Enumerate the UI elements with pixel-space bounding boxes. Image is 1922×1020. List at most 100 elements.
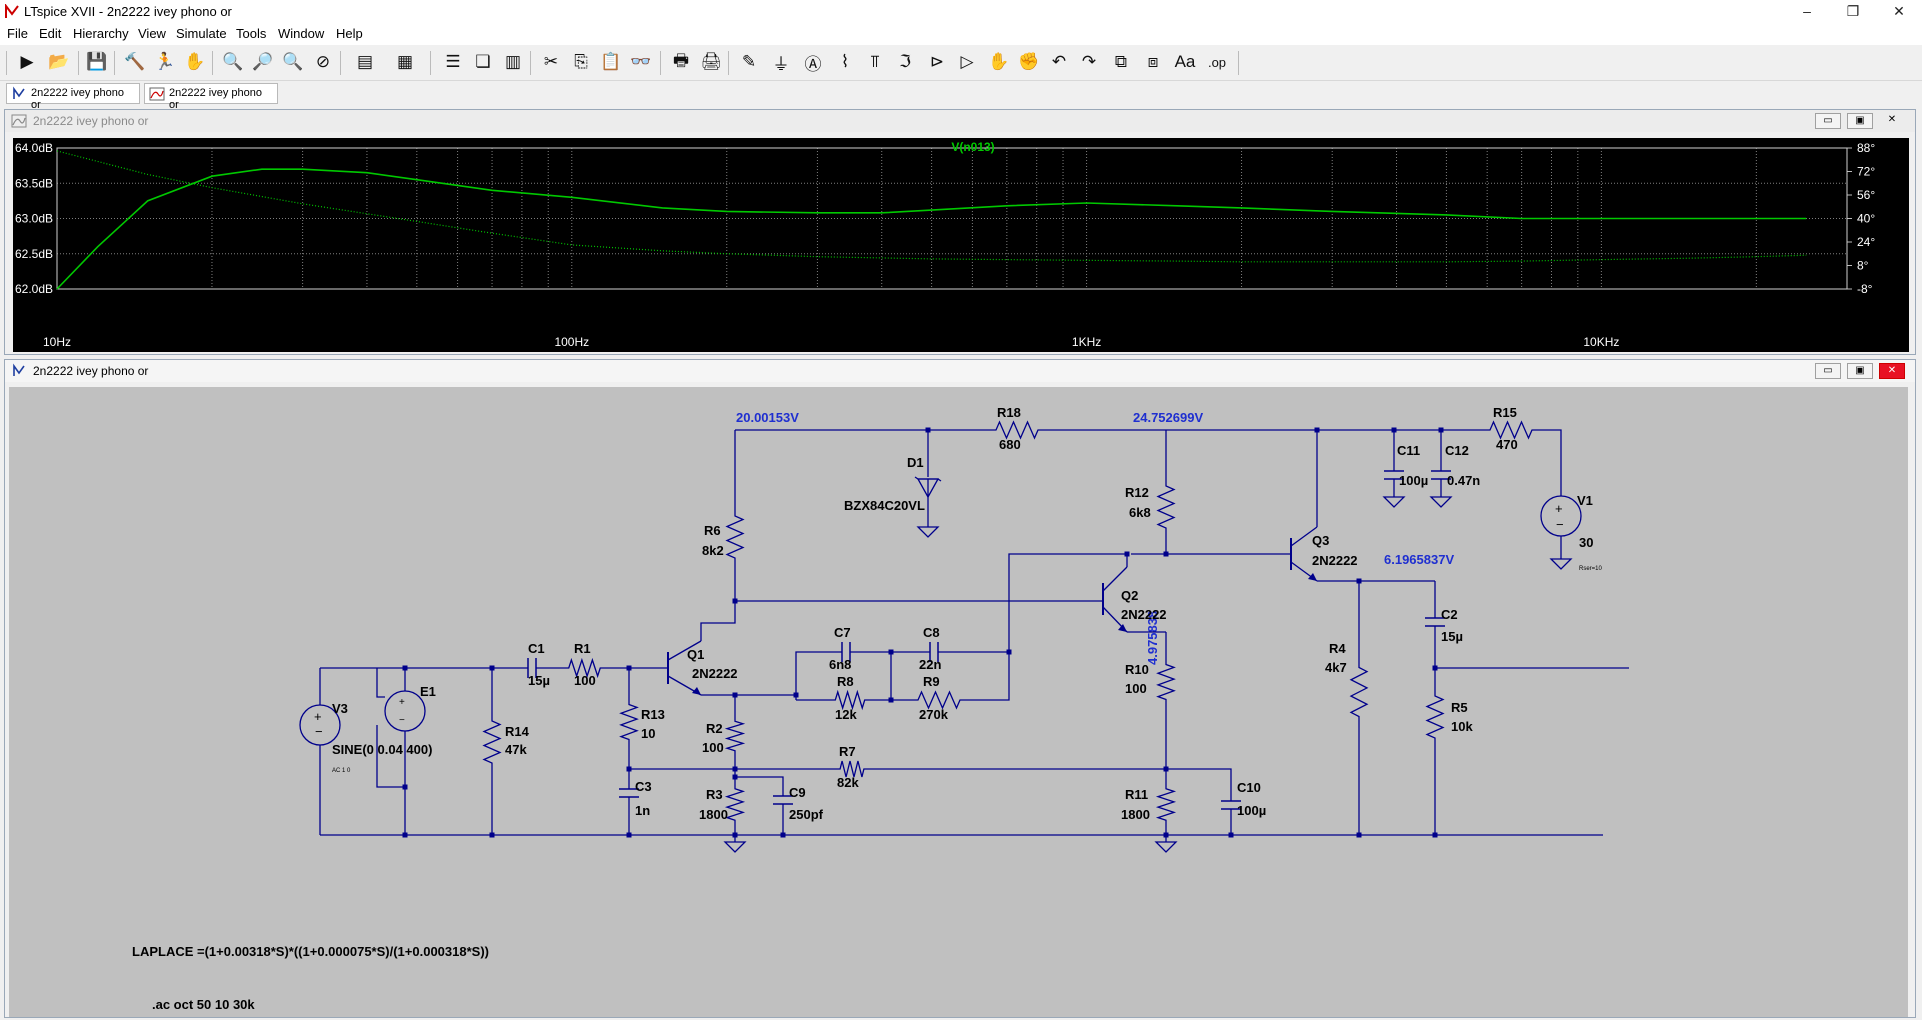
schematic-maximize-button[interactable]: ▣ [1847, 363, 1873, 379]
resistor-symbol [987, 420, 1047, 440]
spice-directive-icon[interactable]: .op [1207, 54, 1227, 70]
print-setup-icon[interactable]: 🖨 [700, 52, 722, 71]
close-button[interactable]: ✕ [1893, 3, 1905, 19]
v3-minus: − [315, 724, 323, 739]
print-icon[interactable]: 🖶 [672, 50, 690, 70]
r7-ref: R7 [839, 744, 856, 759]
redo-icon[interactable]: ↷ [1081, 52, 1097, 71]
wire-pencil-icon[interactable]: ✎ [741, 52, 757, 71]
ground-symbol [1549, 558, 1573, 570]
menu-view[interactable]: View [138, 26, 166, 41]
run-icon[interactable]: ▶ [20, 52, 34, 71]
schematic-close-button[interactable]: ✕ [1879, 363, 1905, 379]
zoom-fit-icon[interactable]: 🔎 [252, 52, 274, 71]
window-title: LTspice XVII - 2n2222 ivey phono or [24, 4, 232, 19]
menu-window[interactable]: Window [278, 26, 325, 41]
control-panel-icon[interactable]: 🔨 [124, 52, 146, 71]
menu-file[interactable]: File [7, 26, 28, 41]
tile-vertical-icon[interactable]: ▥ [504, 52, 522, 71]
resistor-symbol [1349, 657, 1369, 727]
junction-dot [489, 832, 495, 838]
tab-schematic[interactable]: 2n2222 ivey phono or [6, 83, 140, 111]
paste-icon[interactable]: 📋 [600, 52, 622, 71]
resistor-symbol [1481, 420, 1541, 440]
tab-waveform[interactable]: 2n2222 ivey phono or [144, 83, 278, 111]
cut-icon[interactable]: ✂ [543, 52, 559, 71]
v3-ac: AC 1 0 [332, 768, 351, 774]
copy-icon[interactable]: ⎘ [574, 52, 588, 71]
resistor-symbol [1156, 477, 1176, 537]
resistor-icon[interactable]: ⌇ [840, 52, 850, 71]
tile-horizontal-icon[interactable]: ☰ [445, 52, 461, 71]
plot-minimize-button[interactable]: ▭ [1815, 113, 1841, 129]
ground-icon[interactable]: ⏚ [772, 54, 790, 74]
wire [376, 668, 385, 698]
plot-maximize-button[interactable]: ▣ [1847, 113, 1873, 129]
wire [667, 640, 702, 661]
junction-dot [626, 832, 632, 838]
wire [1102, 566, 1128, 592]
r14-ref: R14 [505, 724, 530, 739]
menu-help[interactable]: Help [336, 26, 363, 41]
r13-value: 10 [641, 726, 655, 741]
y-right-tick-label: 40° [1857, 212, 1875, 226]
q1-ref: Q1 [687, 647, 704, 662]
junction-dot [732, 832, 738, 838]
find-icon[interactable]: 👓 [630, 52, 652, 71]
run-sim-icon[interactable]: 🏃 [154, 52, 176, 71]
minimize-button[interactable]: – [1803, 3, 1811, 19]
zoom-in-icon[interactable]: 🔍 [222, 52, 244, 71]
magnitude-trace [56, 168, 1807, 290]
open-folder-icon[interactable]: 📂 [48, 52, 70, 71]
menu-hierarchy[interactable]: Hierarchy [73, 26, 129, 41]
autorange-icon[interactable]: ▤ [356, 52, 374, 71]
zoom-cancel-icon[interactable]: ⊘ [315, 52, 331, 71]
pan-hand-icon[interactable]: ✋ [184, 52, 206, 71]
junction-dot [1228, 832, 1234, 838]
restore-button[interactable]: ❐ [1846, 3, 1860, 19]
waveform-icon [149, 87, 165, 101]
menu-bar: File Edit Hierarchy View Simulate Tools … [0, 24, 1922, 45]
c2-ref: C2 [1441, 607, 1458, 622]
menu-simulate[interactable]: Simulate [176, 26, 227, 41]
toolbar-separator [114, 51, 115, 75]
menu-tools[interactable]: Tools [236, 26, 267, 41]
schematic-window-title: 2n2222 ivey phono or [33, 364, 149, 378]
toolbar-separator [530, 51, 531, 75]
r7-value: 82k [837, 775, 859, 790]
drag-hand-icon[interactable]: ✊ [1018, 52, 1040, 71]
save-icon[interactable]: 💾 [86, 52, 108, 71]
transistor-emitter-arrow [1308, 573, 1317, 581]
toolbar-separator [340, 51, 341, 75]
text-icon[interactable]: Aa [1174, 52, 1196, 71]
move-hand-icon[interactable]: ✋ [988, 52, 1010, 71]
schematic-minimize-button[interactable]: ▭ [1815, 363, 1841, 379]
c7-ref: C7 [834, 625, 851, 640]
wire [969, 652, 1010, 701]
x-tick-label: 100Hz [554, 335, 589, 349]
component-icon[interactable]: ▷ [960, 52, 974, 71]
wire [376, 725, 405, 788]
resistor-symbol [909, 690, 969, 710]
undo-icon[interactable]: ↶ [1051, 52, 1067, 71]
menu-edit[interactable]: Edit [39, 26, 62, 41]
schematic-pane-icon[interactable]: ▦ [396, 52, 414, 71]
diode-icon[interactable]: ⊳ [929, 52, 945, 71]
rotate-icon[interactable]: ⧉ [1114, 52, 1128, 71]
plot-close-button[interactable]: ✕ [1887, 114, 1897, 125]
r1-ref: R1 [574, 641, 591, 656]
plot-frame [56, 147, 1848, 290]
v1-value: 30 [1579, 535, 1593, 550]
label-net-icon[interactable]: Ⓐ [804, 54, 822, 74]
schematic-window-titlebar: 2n2222 ivey phono or ▭ ▣ ✕ [5, 360, 1915, 382]
zoom-out-icon[interactable]: 🔍 [282, 52, 304, 71]
inductor-icon[interactable]: ℑ [899, 52, 911, 71]
capacitor-icon[interactable]: ⫪ [870, 52, 880, 71]
r11-value: 1800 [1121, 807, 1150, 822]
c1-value: 15µ [528, 673, 550, 688]
mirror-icon[interactable]: ⧈ [1147, 52, 1159, 71]
cascade-icon[interactable]: ❏ [475, 52, 491, 71]
